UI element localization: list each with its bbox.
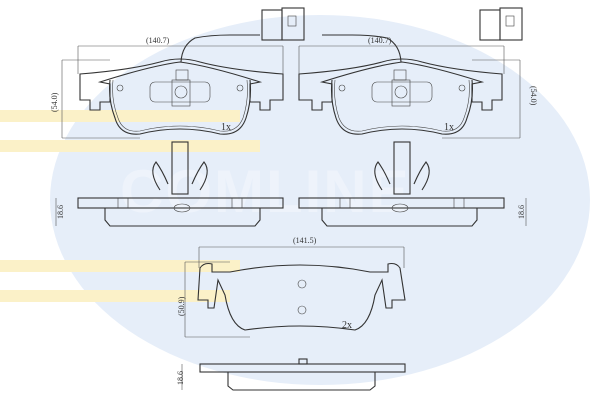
watermark-text: COMLINE bbox=[120, 158, 411, 225]
wear-sensor-connector-right-icon bbox=[479, 7, 523, 41]
right-height-label: (54.0) bbox=[529, 86, 538, 106]
wear-sensor-connector-icon bbox=[261, 7, 305, 41]
rear-pad bbox=[197, 262, 406, 391]
rear-thickness-label: 18.6 bbox=[176, 371, 185, 385]
left-width-label: (140.7) bbox=[146, 36, 170, 45]
left-quantity: 1x bbox=[221, 122, 231, 133]
left-height-label: (54.0) bbox=[50, 92, 59, 112]
right-thickness-label: 18.6 bbox=[517, 205, 526, 219]
right-width-label: (140.7) bbox=[368, 36, 392, 45]
front-pad-left bbox=[77, 7, 305, 227]
rear-height-label: (50.9) bbox=[177, 296, 186, 316]
right-quantity: 1x bbox=[444, 122, 454, 133]
comline-watermark-logo: COMLINE bbox=[0, 15, 590, 385]
left-thickness-label: 18.6 bbox=[56, 205, 65, 219]
rear-quantity: 2x bbox=[342, 320, 352, 331]
rear-width-label: (141.5) bbox=[293, 236, 317, 245]
